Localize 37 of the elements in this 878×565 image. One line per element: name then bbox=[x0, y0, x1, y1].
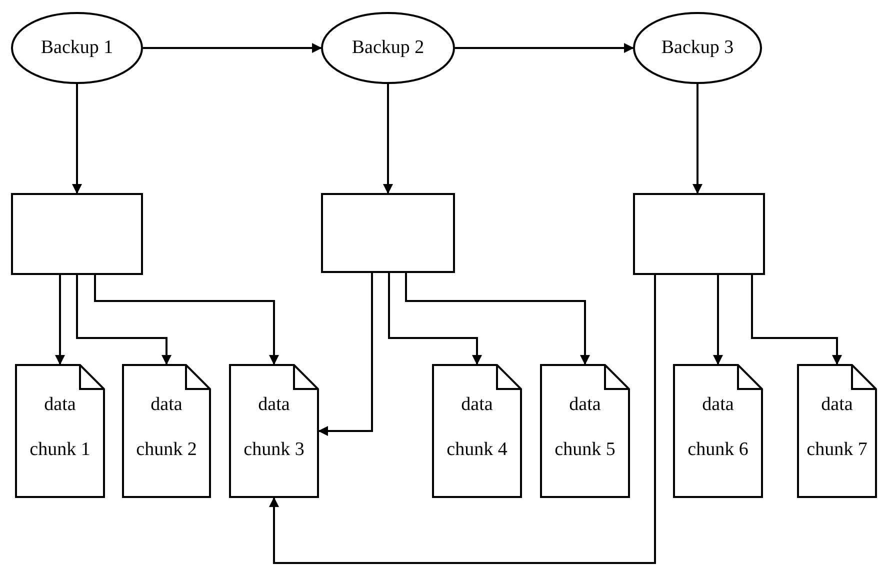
node-label: Backup 2 bbox=[352, 36, 424, 60]
document-shape bbox=[15, 364, 105, 498]
node-label: Backup 3 bbox=[661, 36, 734, 60]
document-shape bbox=[229, 364, 319, 498]
node-label: data chunk 1 bbox=[28, 393, 92, 462]
document-shape bbox=[122, 364, 211, 498]
node-label: data chunk 4 bbox=[446, 393, 508, 462]
arrow bbox=[405, 273, 590, 365]
ellipse-node bbox=[11, 12, 143, 84]
process-box bbox=[633, 193, 765, 275]
document-shape bbox=[797, 364, 877, 498]
arrow bbox=[55, 275, 65, 365]
arrow bbox=[94, 275, 279, 365]
node-label: data chunk 5 bbox=[554, 393, 616, 462]
node-label: data chunk 3 bbox=[242, 393, 306, 462]
ellipse-node bbox=[633, 12, 762, 84]
arrow bbox=[76, 275, 172, 365]
process-box bbox=[11, 193, 143, 275]
document-shape bbox=[432, 364, 522, 498]
arrow bbox=[692, 84, 702, 194]
process-box bbox=[321, 193, 455, 273]
arrow bbox=[318, 273, 373, 436]
arrow bbox=[72, 84, 82, 194]
arrow bbox=[383, 84, 393, 194]
node-label: data chunk 6 bbox=[686, 393, 750, 462]
ellipse-node bbox=[321, 12, 455, 84]
arrow bbox=[388, 273, 482, 365]
node-label: data chunk 7 bbox=[806, 393, 868, 462]
arrow bbox=[751, 275, 842, 365]
node-label: data chunk 2 bbox=[135, 393, 198, 462]
arrow bbox=[713, 275, 723, 365]
document-shape bbox=[673, 364, 763, 498]
node-label: Backup 1 bbox=[40, 36, 114, 60]
arrow bbox=[269, 275, 656, 564]
document-shape bbox=[540, 364, 630, 498]
arrow bbox=[143, 43, 322, 53]
arrow bbox=[455, 43, 634, 53]
